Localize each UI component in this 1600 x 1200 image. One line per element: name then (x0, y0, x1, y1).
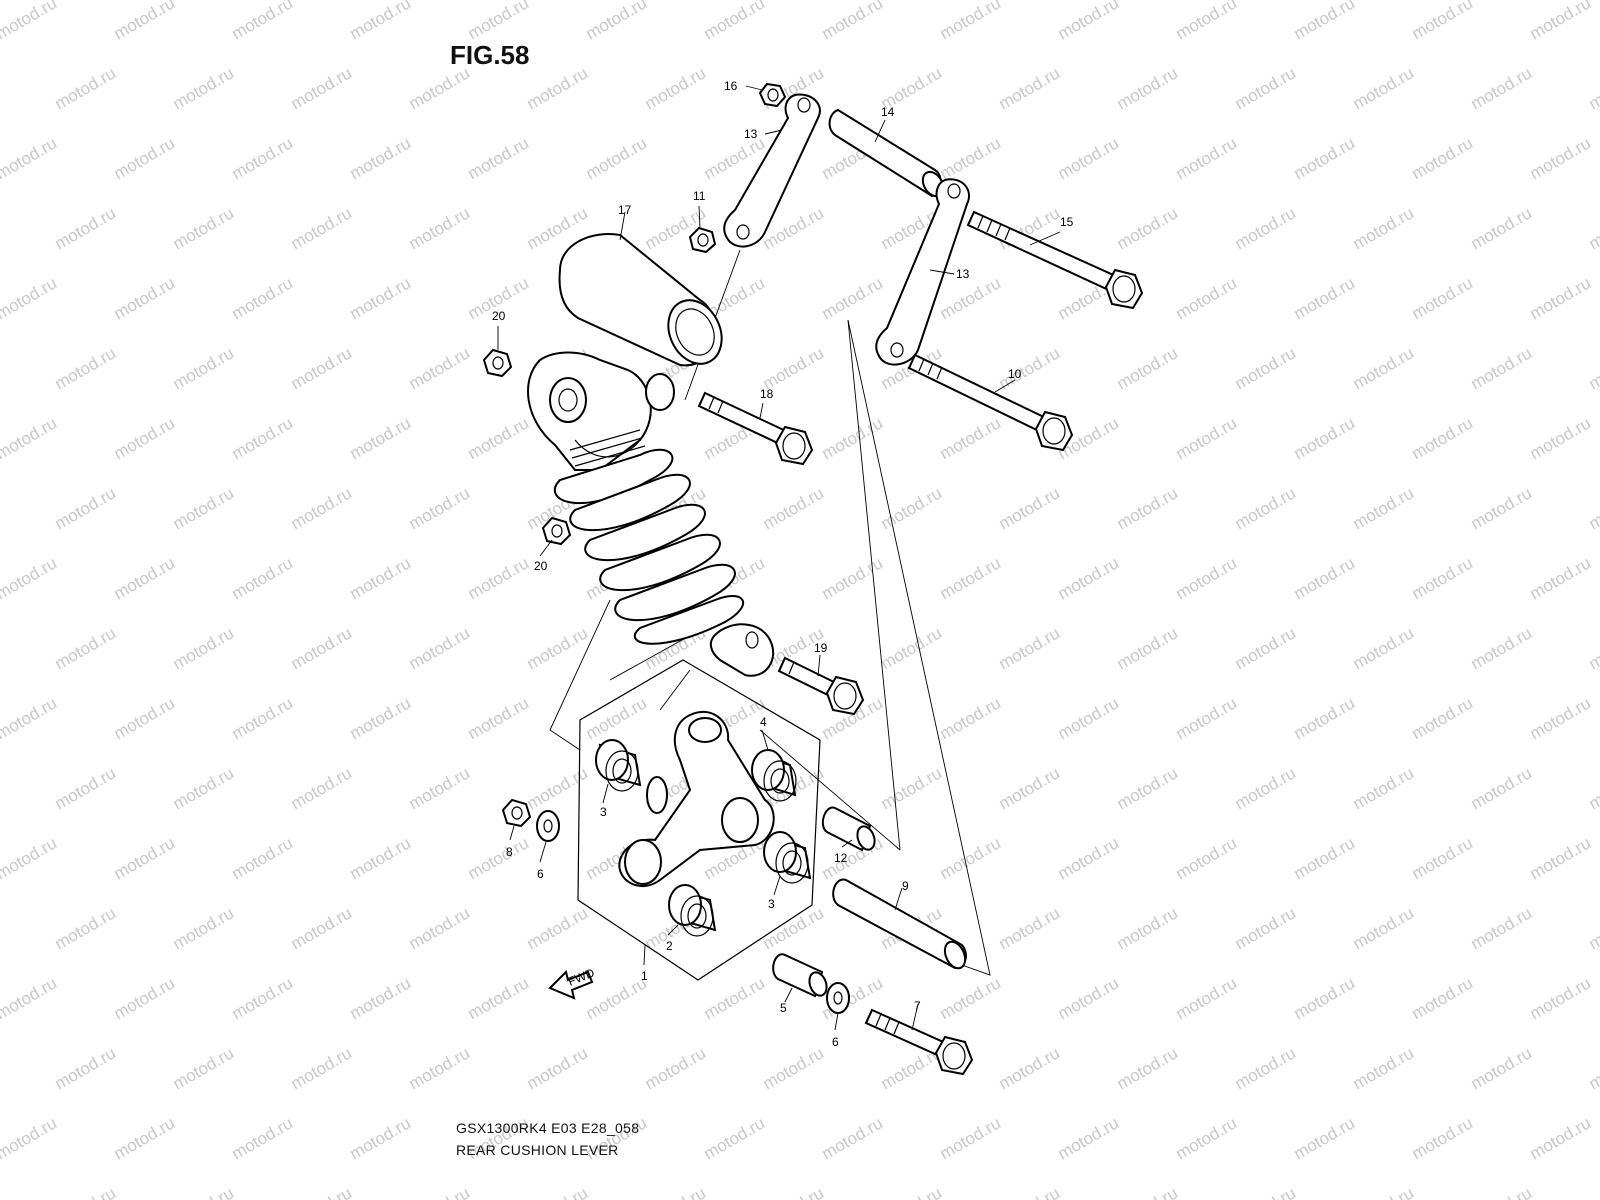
callout-11: 11 (693, 189, 706, 203)
callout-18: 18 (760, 387, 774, 401)
callout-13-lower: 13 (956, 267, 970, 281)
callout-12: 12 (834, 851, 848, 865)
callout-4: 4 (760, 715, 767, 729)
callout-15: 15 (1060, 215, 1074, 229)
figure-title: FIG.58 (450, 40, 530, 70)
callout-19: 19 (814, 641, 828, 655)
part-5-spacer[interactable] (772, 953, 829, 998)
part-11-nut[interactable] (688, 226, 717, 254)
part-15-bolt[interactable] (966, 210, 1144, 310)
callout-numbers: 16 13 14 11 17 15 13 20 18 10 20 19 4 3 … (492, 79, 1074, 1049)
part-1-lever-boundary (577, 659, 821, 981)
part-1-cushion-lever[interactable] (618, 710, 775, 887)
part-3-bearing-upper[interactable] (595, 739, 642, 792)
callout-20-lower: 20 (534, 559, 548, 573)
callout-6-left: 6 (537, 867, 544, 881)
callout-16: 16 (724, 79, 738, 93)
part-9-spacer[interactable] (832, 878, 969, 971)
part-16-nut[interactable] (758, 82, 787, 108)
part-20-nut-upper[interactable] (482, 348, 513, 378)
callout-13-upper: 13 (744, 127, 758, 141)
part-2-bearing[interactable] (668, 884, 717, 937)
part-13-cushion-rod-lower[interactable] (875, 178, 970, 366)
part-10-bolt[interactable] (907, 353, 1074, 452)
callout-3-lower: 3 (768, 897, 775, 911)
callout-6-right: 6 (832, 1035, 839, 1049)
part-4-bearing[interactable] (751, 749, 797, 802)
part-7-bolt[interactable] (864, 1008, 974, 1076)
callout-14: 14 (881, 105, 895, 119)
callout-2: 2 (666, 939, 673, 953)
part-19-bolt[interactable] (777, 656, 865, 716)
callout-7: 7 (914, 999, 921, 1013)
forward-direction-arrow: FWD (548, 965, 597, 1000)
diagram-name: REAR CUSHION LEVER (456, 1142, 619, 1158)
callout-9: 9 (902, 879, 909, 893)
part-8-nut[interactable] (501, 798, 532, 828)
part-17-shock-absorber-reservoir[interactable] (558, 233, 732, 372)
callout-leader-lines (497, 85, 1061, 1031)
part-3-bearing-lower[interactable] (763, 831, 812, 884)
part-17-shock-absorber-body[interactable] (527, 351, 775, 677)
part-6-washer-left[interactable] (536, 810, 560, 842)
part-14-spacer[interactable] (828, 108, 948, 200)
diagram-code: GSX1300RK4 E03 E28_058 (456, 1120, 640, 1136)
callout-8: 8 (506, 845, 513, 859)
callout-1: 1 (641, 969, 648, 983)
callout-3-upper: 3 (600, 805, 607, 819)
callout-10: 10 (1008, 367, 1022, 381)
callout-17: 17 (618, 203, 632, 217)
part-12-spacer[interactable] (821, 806, 878, 852)
callout-5: 5 (780, 1001, 787, 1015)
part-6-washer-right[interactable] (826, 982, 850, 1014)
part-20-nut-lower[interactable] (541, 516, 572, 546)
part-18-bolt[interactable] (697, 391, 814, 466)
callout-20-upper: 20 (492, 309, 506, 323)
part-13-cushion-rod-upper[interactable] (723, 93, 821, 248)
